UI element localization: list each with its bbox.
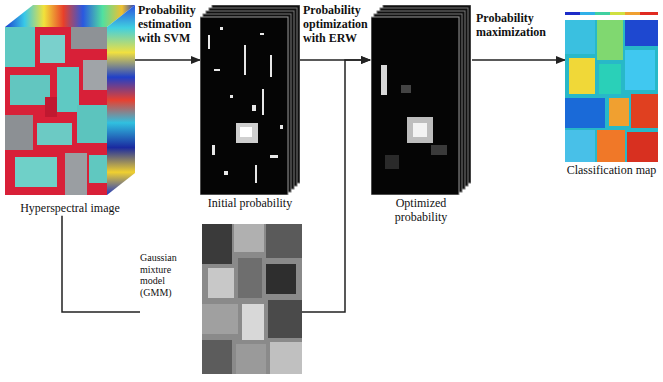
node-caption: Initial probability [200,195,300,211]
probability-stack [371,5,471,195]
flow-arrow [62,216,140,312]
flow-arrow [135,59,200,61]
image-node: Gaussian mixture model (GMM) [140,224,302,374]
image-node: Initial probability [200,5,300,211]
edge-label: Probability optimization with ERW [303,4,369,45]
flow-arrow [472,59,565,61]
image-node: Classification map [565,12,658,178]
image-node: Hyperspectral image [5,5,135,216]
node-caption: Hyperspectral image [5,200,135,216]
flow-arrow [302,60,370,312]
edge-label: Probability estimation with SVM [138,4,200,45]
node-caption: Optimized probability [370,195,472,225]
gmm-image [202,224,302,374]
edge-label: Probability maximization [476,12,562,40]
node-caption: Gaussian mixture model (GMM) [140,252,198,298]
hyperspectral-cube [5,5,135,200]
probability-stack [200,5,300,195]
image-node: Optimized probability [370,5,472,225]
classification-map [565,12,658,162]
node-caption: Classification map [565,162,658,178]
